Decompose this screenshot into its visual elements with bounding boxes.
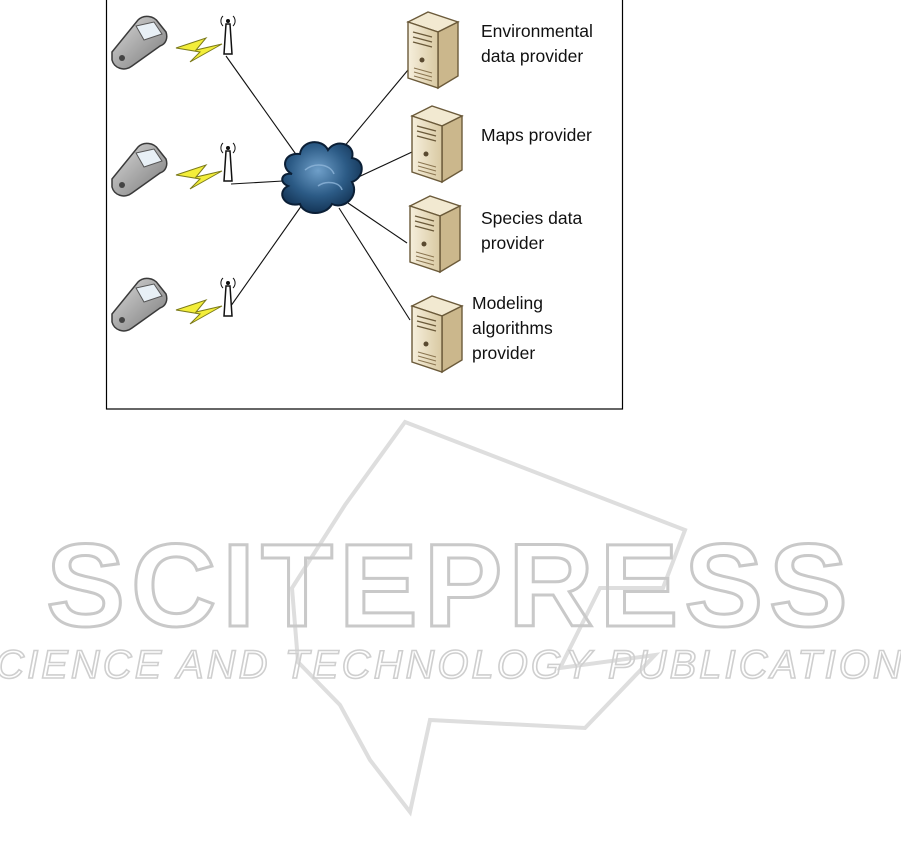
publisher-watermark: SCITEPRESS SCIENCE AND TECHNOLOGY PUBLIC… bbox=[0, 422, 901, 812]
server-icon-env bbox=[408, 12, 458, 88]
server-icon-species bbox=[410, 196, 460, 272]
watermark-subtitle: SCIENCE AND TECHNOLOGY PUBLICATIONS bbox=[0, 643, 901, 687]
server-icon-maps bbox=[412, 106, 462, 182]
watermark-title: SCITEPRESS bbox=[46, 520, 854, 652]
label-maps-provider: Maps provider bbox=[481, 125, 592, 145]
server-icon-modeling bbox=[412, 296, 462, 372]
